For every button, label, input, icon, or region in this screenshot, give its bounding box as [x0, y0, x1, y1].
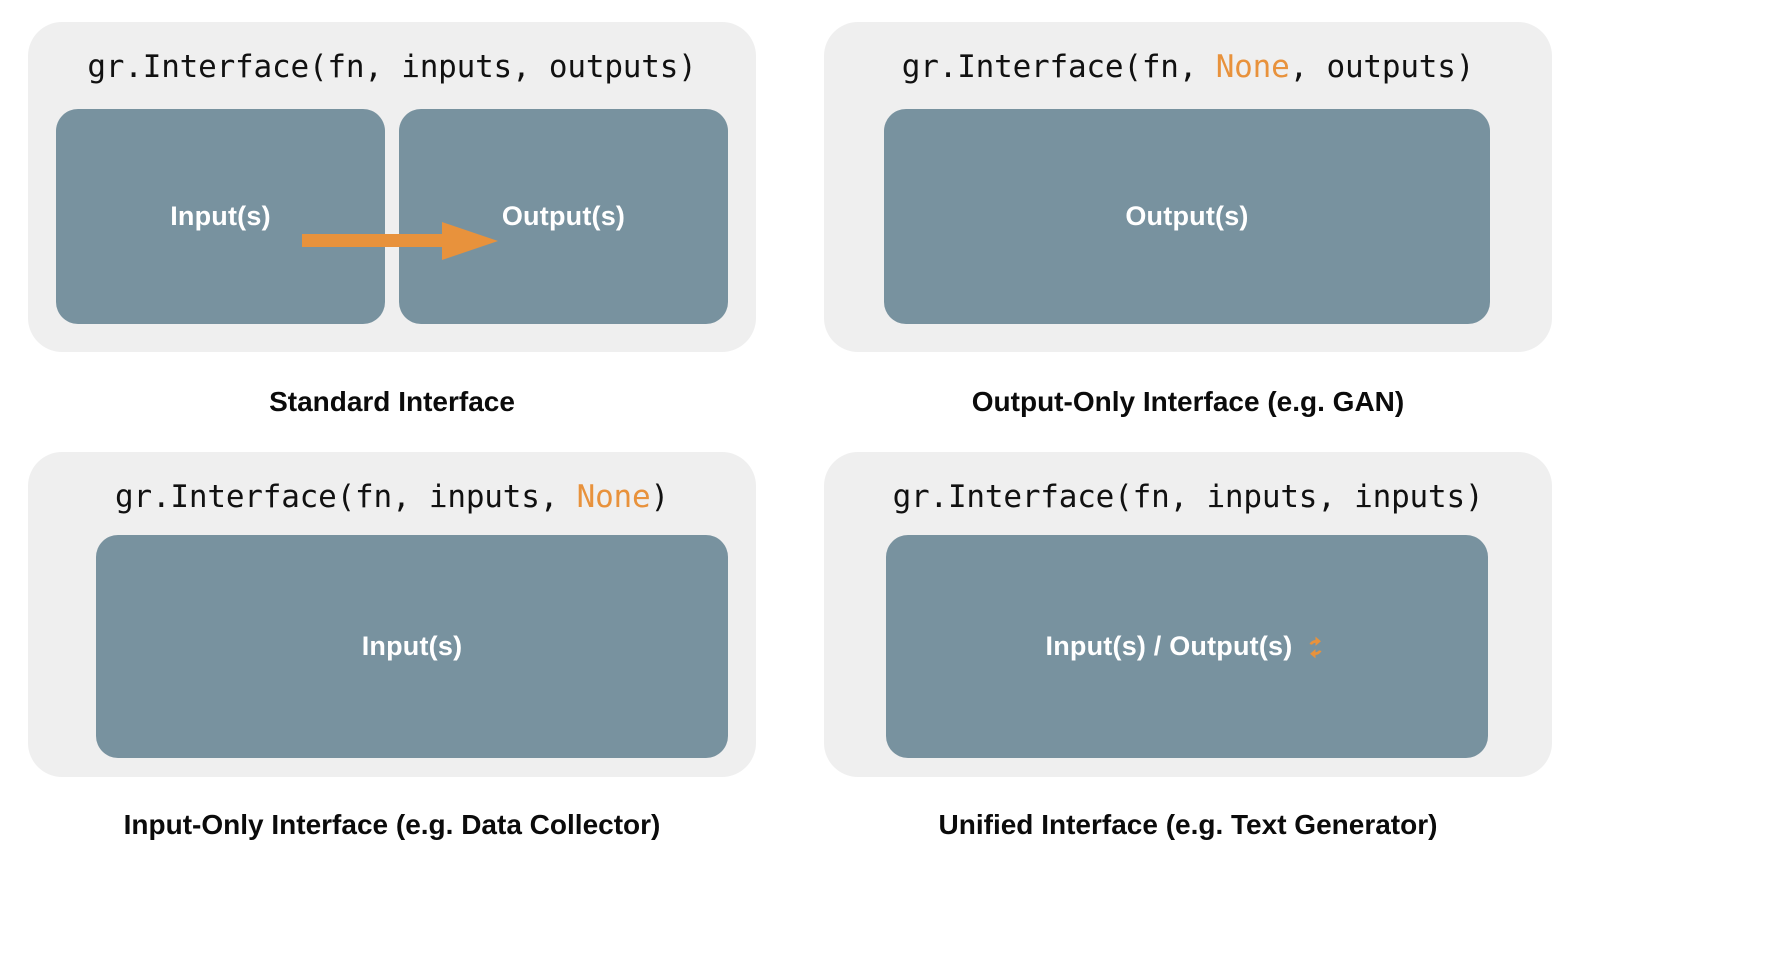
code-signature-unified: gr.Interface(fn, inputs, inputs): [893, 482, 1484, 513]
code-signature-input-only: gr.Interface(fn, inputs, None): [115, 482, 669, 513]
output-box[interactable]: Output(s): [399, 109, 728, 324]
panel-caption-unified: Unified Interface (e.g. Text Generator): [938, 809, 1438, 840]
box-row-unified: Input(s) / Output(s): [824, 535, 1552, 758]
panel-card-output-only: gr.Interface(fn, None, outputs) Output(s…: [824, 22, 1552, 352]
input-box-label: Input(s): [170, 201, 271, 231]
code-segment-before: gr.Interface(fn, inputs,: [115, 479, 577, 515]
box-row-output-only: Output(s): [824, 109, 1552, 324]
panel-unified-interface: gr.Interface(fn, inputs, inputs) Input(s…: [824, 452, 1552, 839]
box-row-standard: Input(s) Output(s): [28, 109, 756, 324]
input-output-box[interactable]: Input(s) / Output(s): [886, 535, 1488, 758]
output-box-label: Output(s): [1125, 201, 1249, 231]
input-box[interactable]: Input(s): [96, 535, 728, 758]
code-segment-after: , outputs): [1289, 49, 1475, 85]
panel-standard-interface: gr.Interface(fn, inputs, outputs) Input(…: [28, 22, 756, 416]
panel-caption-output-only: Output-Only Interface (e.g. GAN): [971, 386, 1405, 417]
panel-caption-standard: Standard Interface: [269, 386, 515, 417]
code-signature-output-only: gr.Interface(fn, None, outputs): [901, 49, 1475, 85]
code-signature-standard: gr.Interface(fn, inputs, outputs): [87, 49, 697, 85]
panel-card-unified: gr.Interface(fn, inputs, inputs) Input(s…: [824, 452, 1552, 777]
box-row-input-only: Input(s): [28, 535, 756, 758]
code-segment-highlight: None: [576, 479, 651, 515]
cycle-icon: [1309, 636, 1323, 659]
input-box[interactable]: Input(s): [56, 109, 385, 324]
input-output-box-label: Input(s) / Output(s): [1045, 631, 1293, 661]
panel-card-input-only: gr.Interface(fn, inputs, None) Input(s): [28, 452, 756, 777]
input-box-label: Input(s): [361, 631, 463, 661]
panel-input-only-interface: gr.Interface(fn, inputs, None) Input(s) …: [28, 452, 756, 839]
code-segment-before: gr.Interface(fn, inputs, inputs): [892, 479, 1484, 515]
output-box[interactable]: Output(s): [884, 109, 1490, 324]
code-segment-before: gr.Interface(fn,: [901, 49, 1216, 85]
output-box-label: Output(s): [501, 201, 626, 231]
panel-card-standard: gr.Interface(fn, inputs, outputs) Input(…: [28, 22, 756, 352]
panel-output-only-interface: gr.Interface(fn, None, outputs) Output(s…: [824, 22, 1552, 416]
code-segment-before: gr.Interface(fn, inputs, outputs): [87, 49, 697, 85]
code-segment-highlight: None: [1215, 49, 1290, 85]
input-output-box-content: Input(s) / Output(s): [1046, 633, 1329, 660]
code-segment-after: ): [650, 479, 669, 515]
panel-caption-input-only: Input-Only Interface (e.g. Data Collecto…: [123, 809, 661, 840]
